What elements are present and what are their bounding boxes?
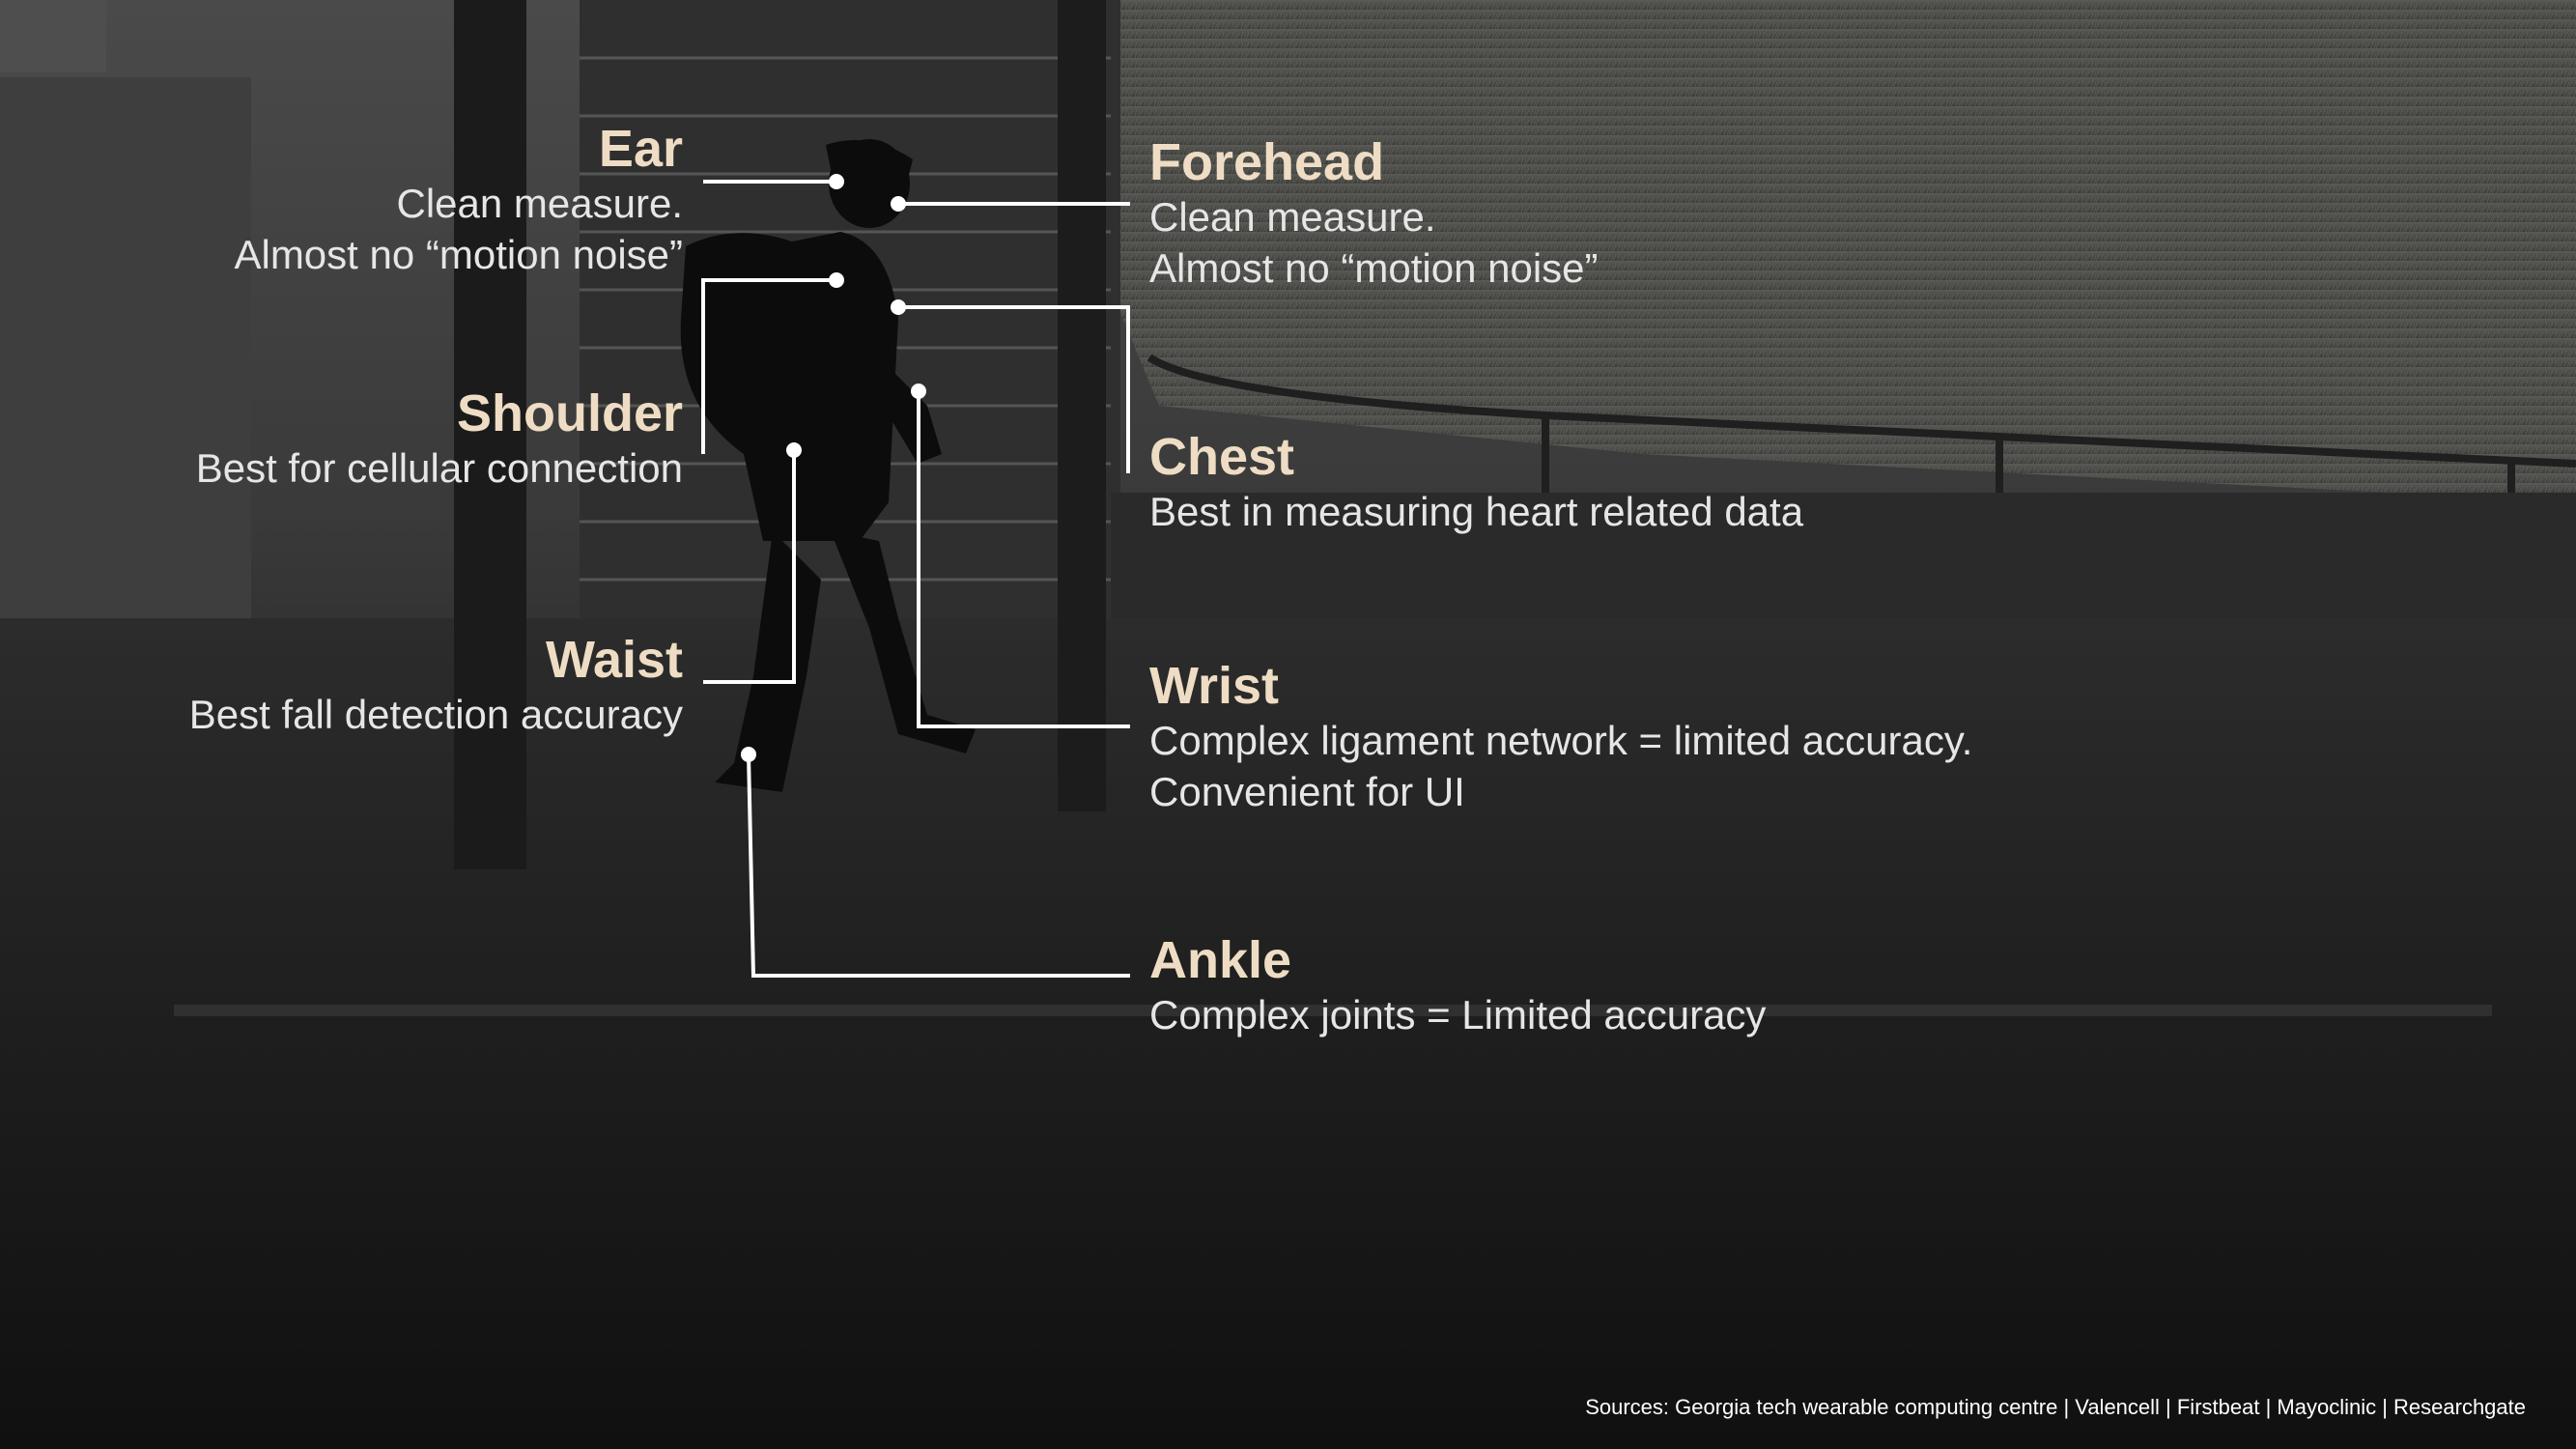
waist-dot — [786, 442, 802, 458]
ear-desc-line-2: Almost no “motion noise” — [234, 232, 683, 277]
wrist-desc-line-1: Complex ligament network = limited accur… — [1149, 718, 1973, 763]
label-ear: Ear Clean measure. Almost no “motion noi… — [234, 120, 683, 280]
floor — [0, 618, 2576, 1449]
wrist-desc-line-2: Convenient for UI — [1149, 769, 1465, 814]
forehead-title: Forehead — [1149, 133, 1385, 191]
label-ankle: Ankle Complex joints = Limited accuracy — [1149, 931, 1766, 1040]
chest-dot — [891, 299, 906, 315]
shoulder-desc-line-1: Best for cellular connection — [195, 445, 683, 491]
waist-connector — [703, 450, 796, 684]
ankle-dot — [741, 747, 756, 762]
ankle-title: Ankle — [1149, 931, 1292, 989]
wrist-connector — [917, 391, 1130, 728]
grass-slope — [1111, 0, 2576, 502]
waist-desc-line-1: Best fall detection accuracy — [188, 692, 683, 737]
ear-desc-line-1: Clean measure. — [396, 181, 683, 226]
pillar-center — [1058, 0, 1106, 811]
chest-title: Chest — [1149, 428, 1295, 486]
left-wall — [0, 77, 251, 638]
shoulder-dot — [829, 272, 844, 288]
ear-title: Ear — [598, 120, 683, 178]
label-shoulder: Shoulder Best for cellular connection — [196, 384, 683, 494]
chest-desc-line-1: Best in measuring heart related data — [1149, 489, 1804, 534]
ankle-connector — [747, 753, 1130, 978]
chest-connector — [898, 305, 1130, 473]
label-forehead: Forehead Clean measure. Almost no “motio… — [1149, 133, 1599, 294]
ear-dot — [829, 174, 844, 189]
forehead-dot — [891, 196, 906, 212]
wrist-dot — [911, 384, 926, 399]
waist-title: Waist — [545, 631, 683, 689]
label-wrist: Wrist Complex ligament network = limited… — [1149, 657, 1972, 817]
forehead-desc-line-1: Clean measure. — [1149, 194, 1436, 240]
railing — [1146, 354, 2576, 512]
ankle-desc-line-1: Complex joints = Limited accuracy — [1149, 992, 1767, 1037]
label-waist: Waist Best fall detection accuracy — [189, 631, 683, 740]
shoulder-title: Shoulder — [456, 384, 683, 442]
pillar-left — [454, 0, 526, 869]
shoulder-connector — [701, 278, 836, 454]
label-chest: Chest Best in measuring heart related da… — [1149, 428, 1803, 537]
sources-footer: Sources: Georgia tech wearable computing… — [1585, 1395, 2526, 1419]
wrist-title: Wrist — [1149, 657, 1280, 715]
forehead-desc-line-2: Almost no “motion noise” — [1149, 245, 1599, 291]
